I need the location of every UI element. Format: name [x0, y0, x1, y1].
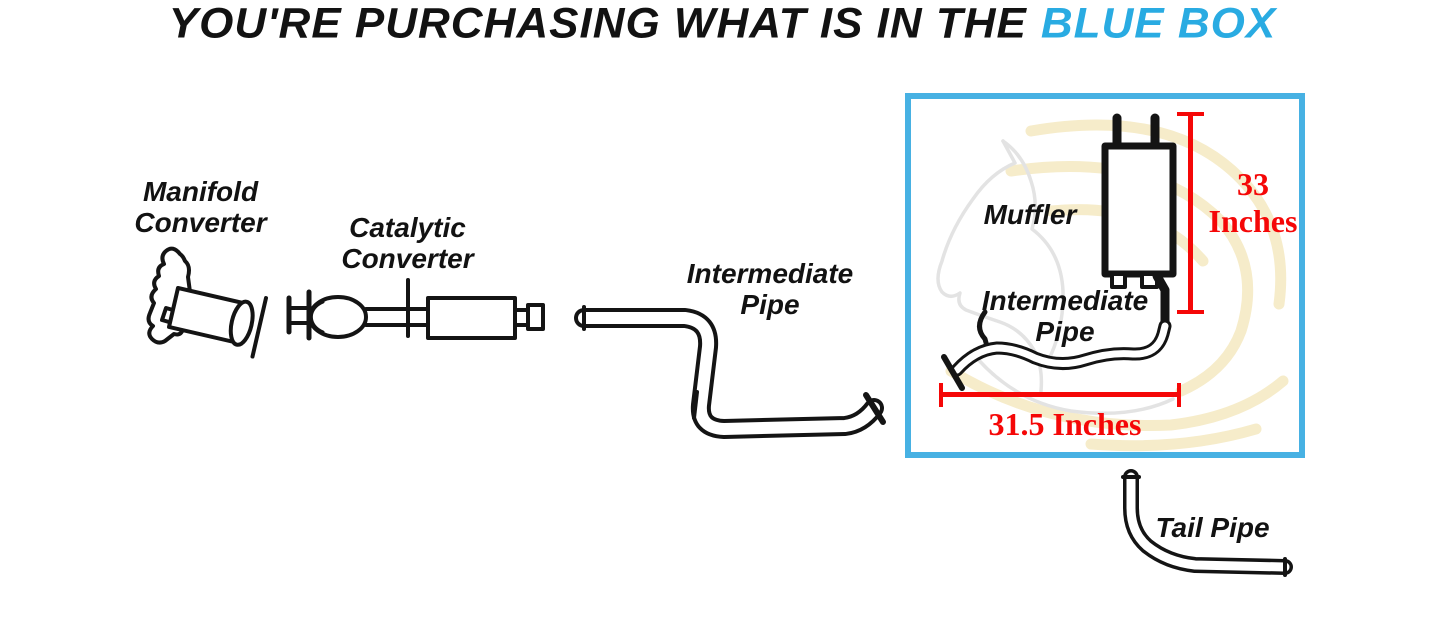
boxed-intermediate-pipe-drawing [941, 309, 1172, 391]
cat-outlet-flange [526, 303, 545, 331]
cat-resonator [426, 296, 517, 340]
horse-head-outline [936, 139, 1044, 393]
pipe-length-dimension-cap-left [939, 383, 943, 407]
converter-flange [250, 296, 268, 359]
pipe-length-dimension-line [941, 392, 1180, 397]
muffler-height-dimension-line [1188, 114, 1193, 312]
catalytic-converter-drawing [286, 278, 545, 341]
converter-cylinder-end [228, 299, 255, 347]
muffler-outlet-pipe [1152, 271, 1170, 335]
tail-pipe-drawing [1121, 469, 1293, 577]
boxed-pipe-flange [941, 354, 965, 391]
muffler-body [1101, 142, 1177, 278]
boxed-pipe-hanger [977, 309, 991, 353]
intermediate-pipe-label: Intermediate Pipe [686, 258, 854, 320]
pipe-length-dimension-text: 31.5 Inches [988, 406, 1142, 442]
muffler-label: Muffler [983, 199, 1077, 230]
manifold-converter-drawing [146, 246, 268, 359]
pipe-flared-tip [863, 392, 886, 425]
catalytic-converter-label: Catalytic Converter [341, 212, 474, 274]
intermediate-pipe-drawing [574, 305, 886, 439]
boxed-intermediate-pipe-label: Intermediate Pipe [981, 285, 1149, 347]
muffler-bottom-tab-left [1110, 272, 1127, 289]
pipe-inner [578, 312, 880, 435]
mane-swirl-5 [1085, 423, 1262, 452]
tail-pipe-inner [1126, 472, 1290, 572]
title-black-text: YOU'RE PURCHASING WHAT IS IN THE [168, 0, 1027, 48]
pipe-length-dimension-cap-right [1177, 383, 1181, 407]
muffler-drawing [1101, 113, 1177, 335]
muffler-height-dimension-text: 33 Inches [1208, 166, 1298, 239]
title-blue-text: BLUE BOX [1040, 0, 1277, 48]
boxed-pipe-inner [953, 322, 1169, 374]
page-title: YOU'RE PURCHASING WHAT IS IN THE BLUE BO… [0, 0, 1445, 52]
horse-cheek-outline [1001, 139, 1065, 365]
muffler-height-dimension-cap-bottom [1177, 310, 1204, 314]
muffler-height-dimension-cap-top [1177, 112, 1204, 116]
horse-chest-outline [969, 349, 1175, 416]
manifold-converter-label: Manifold Converter [134, 176, 267, 238]
pipe-outline [574, 308, 884, 439]
mane-swirl-4 [945, 365, 1289, 431]
cat-oval-detail [309, 300, 325, 334]
tail-pipe-label: Tail Pipe [1155, 512, 1270, 543]
mane-swirl-1 [1025, 119, 1287, 310]
pipe-hanger-tick [692, 390, 699, 420]
